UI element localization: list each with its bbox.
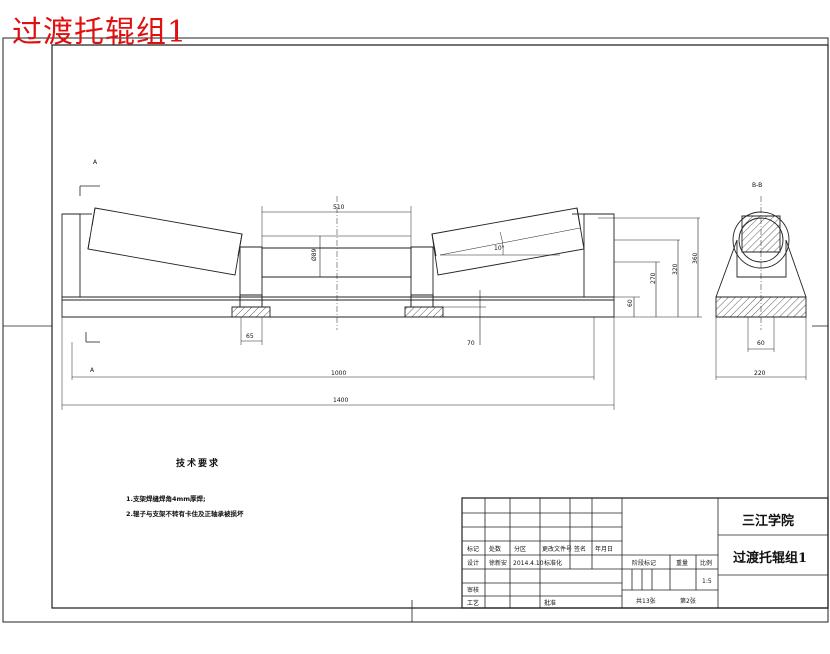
inner-border [52, 45, 828, 608]
tb-sheets-total: 共13张 [636, 597, 656, 605]
section-view: B-B [716, 182, 806, 380]
dim-w65: 65 [246, 333, 254, 340]
tb-stage: 阶段标记 [632, 559, 656, 567]
right-post [584, 214, 614, 297]
dim-h360: 360 [692, 252, 699, 264]
tb-mark: 标记 [467, 545, 479, 553]
tb-date: 年月日 [595, 545, 613, 553]
left-foot-hatch [232, 307, 270, 317]
tb-sheet-no: 第2张 [680, 597, 696, 605]
tb-scale-value: 1:5 [702, 578, 712, 585]
left-post [62, 214, 80, 297]
dim-1000: 1000 [331, 370, 346, 377]
dim-section-220: 220 [754, 370, 766, 377]
front-view [62, 186, 702, 410]
tb-designer: 徐新安 [489, 559, 507, 567]
tech-requirement-1: 1.支架焊缝焊角4mm厚焊; [126, 495, 206, 503]
tb-review: 审核 [467, 586, 479, 594]
left-bracket [240, 247, 262, 307]
section-mark-a-bottom: A [90, 367, 95, 374]
dim-angle: 10° [494, 245, 505, 252]
dim-section-60: 60 [757, 340, 765, 347]
dimension-labels: 510 Ø89 10° 270 320 360 60 65 70 1000 14… [90, 159, 699, 404]
bracket-sides [716, 240, 806, 297]
tb-doc-no: 更改文件号 [542, 545, 572, 553]
view-label: B-B [752, 182, 762, 189]
right-bracket [411, 247, 433, 307]
title-block [462, 498, 828, 608]
dim-h270: 270 [650, 272, 657, 284]
drawing-name: 过渡托辊组1 [733, 551, 808, 566]
tb-design-date: 2014.4.10 [513, 560, 544, 567]
base-channel [62, 297, 614, 317]
dim-top-span: 510 [333, 204, 345, 211]
tb-zone: 分区 [514, 545, 526, 553]
dim-h70: 70 [467, 340, 475, 347]
outer-border [3, 38, 828, 622]
tb-std: 标准化 [544, 559, 562, 567]
right-foot-hatch [405, 307, 443, 317]
tech-requirement-2: 2.辊子与支架不转有卡住及正轴承被损坏 [126, 510, 244, 518]
title-overlay: 过渡托辊组1 [12, 15, 188, 50]
dim-h320: 320 [672, 263, 679, 275]
tb-craft: 工艺 [467, 599, 479, 607]
tb-approve: 批准 [544, 599, 556, 607]
left-wing-roll [88, 208, 242, 275]
right-wing-roll [432, 208, 584, 275]
dim-1400: 1400 [333, 397, 348, 404]
dim-center-roll-height: Ø89 [311, 248, 318, 261]
tb-scale-label: 比例 [700, 559, 712, 567]
tb-qty: 处数 [489, 545, 501, 553]
section-mark-a-top: A [93, 159, 98, 166]
tb-sign: 签名 [574, 545, 586, 553]
school-name: 三江学院 [742, 514, 795, 529]
title-block-labels: 标记 处数 分区 更改文件号 签名 年月日 设计 徐新安 2014.4.10 标… [467, 545, 712, 607]
tb-weight: 重量 [676, 559, 688, 567]
tb-design: 设计 [467, 559, 479, 567]
tech-requirements-heading: 技术要求 [176, 459, 221, 469]
dim-h60: 60 [627, 299, 634, 307]
center-roll [262, 248, 411, 277]
